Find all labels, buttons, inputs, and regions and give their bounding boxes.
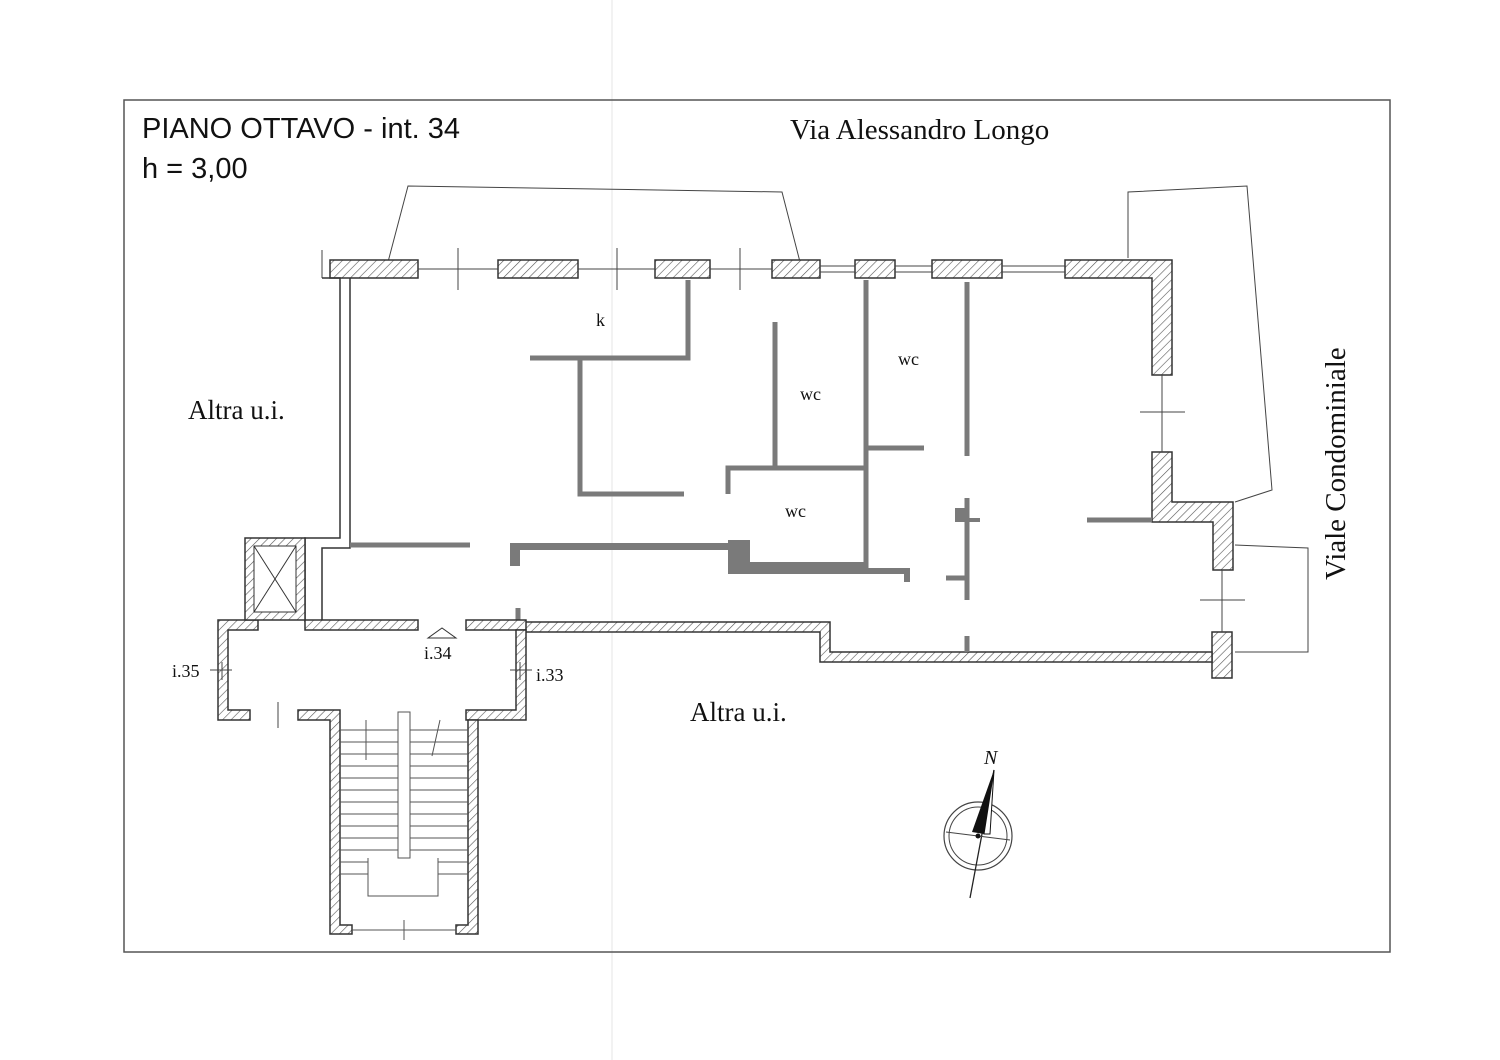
unit-label-left: i.35 [172,661,200,681]
ceiling-height: h = 3,00 [142,153,248,185]
east-walls [1151,451,1234,679]
entrance-marker [426,627,458,639]
street-north-label: Via Alessandro Longo [790,114,1049,146]
neighbor-west-label: Altra u.i. [188,395,285,425]
landing-walls [217,619,527,935]
elevator-shaft [244,537,306,621]
door-ticks [210,662,532,728]
compass-north-label: N [983,747,999,769]
room-label-wc-2: wc [898,349,919,369]
staircase [340,711,468,940]
partition-thick-segments [510,508,980,582]
street-east-label: Viale Condominiale [1320,347,1352,580]
compass-icon: N [943,747,1013,899]
balcony-outline-east [1127,185,1273,503]
neighbor-south-label: Altra u.i. [690,697,787,727]
north-windows [321,248,1065,290]
floor-title: PIANO OTTAVO - int. 34 [142,113,460,145]
room-label-wc-1: wc [800,384,821,404]
north-walls [329,259,1173,376]
terrace-outline-east [1234,544,1309,653]
west-wall [304,277,351,622]
drawing-frame [123,99,1391,953]
interior-partitions [350,280,1152,652]
room-label-kitchen: k [596,310,605,330]
room-label-wc-3: wc [785,501,806,521]
south-wall [519,621,1213,663]
balcony-outline-north [387,185,801,263]
east-windows [1140,375,1245,632]
unit-label-current: i.34 [424,643,452,663]
unit-label-right: i.33 [536,665,564,685]
